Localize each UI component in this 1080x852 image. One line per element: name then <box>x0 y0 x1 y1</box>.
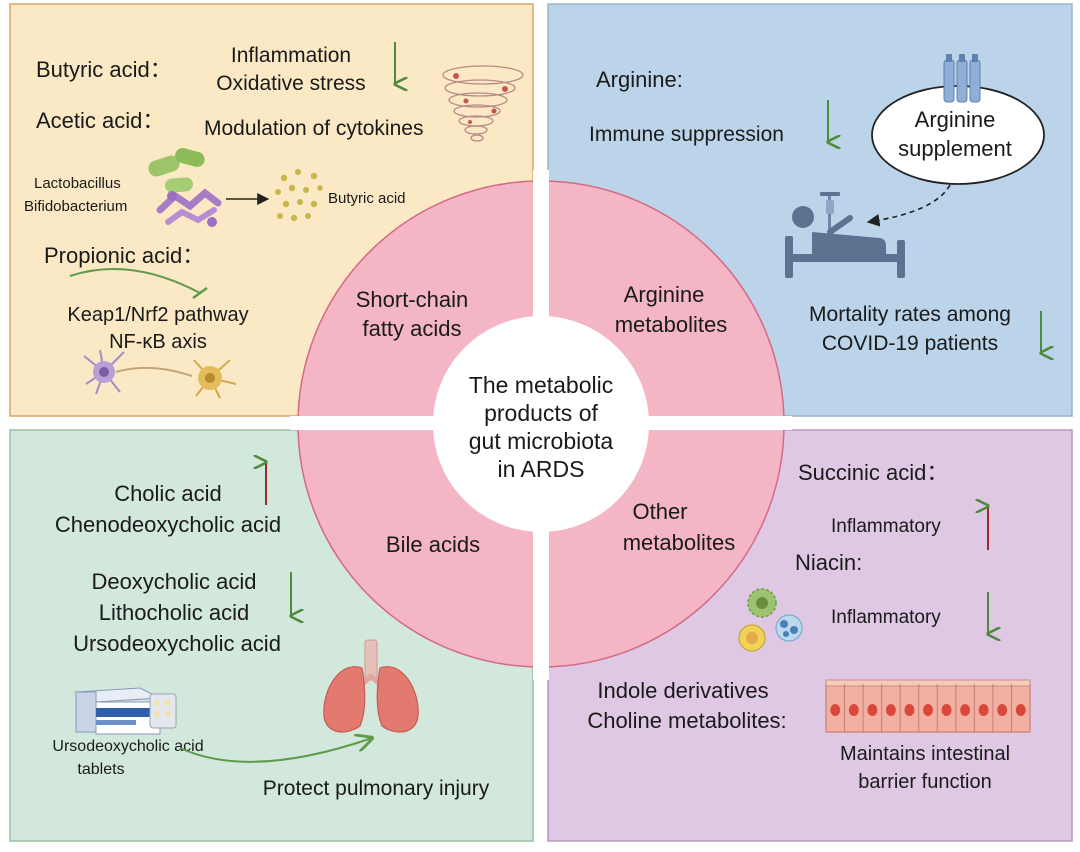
center-circle <box>433 316 649 532</box>
tablets-label-1: Ursodeoxycholic acid <box>52 738 203 755</box>
ring-label-arginine-2: metabolites <box>615 312 728 337</box>
propionic-inhibit-line <box>69 268 201 294</box>
protect-label: Protect pulmonary injury <box>263 777 490 800</box>
choline-label: Choline metabolites: <box>587 708 786 733</box>
indole-label: Indole derivatives <box>597 678 768 703</box>
mortality-label-1: Mortality rates among <box>809 303 1011 326</box>
center-title-line-4: in ARDS <box>498 456 585 482</box>
epithelial-cell-nucleus <box>923 704 933 716</box>
ring-label-scfa-2: fatty acids <box>362 316 461 341</box>
lungs-icon <box>323 639 419 733</box>
ring-label-bile: Bile acids <box>386 532 480 557</box>
butyric-acid-label: Butyric acid： <box>36 57 172 82</box>
neuron-cells-icon <box>83 349 237 399</box>
nfkb-label: NF-κB axis <box>109 331 207 353</box>
epithelial-cell-nucleus <box>978 704 989 716</box>
ring-label-other-2: metabolites <box>623 530 736 555</box>
keap1-label: Keap1/Nrf2 pathway <box>67 304 248 326</box>
mortality-label-2: COVID-19 patients <box>822 332 998 355</box>
tablets-label-2: tablets <box>77 761 124 778</box>
niacin-label: Niacin: <box>795 550 862 575</box>
epithelial-cell-nucleus <box>904 704 915 716</box>
epithelial-cell-nucleus <box>885 704 896 716</box>
epithelial-cell-nucleus <box>848 704 859 716</box>
deoxycholic-label: Deoxycholic acid <box>91 569 256 594</box>
inflammation-tornado-icon <box>442 65 524 142</box>
bacteria-icon <box>148 148 222 227</box>
succinic-acid-label: Succinic acid： <box>798 460 948 485</box>
inhibit-bar <box>192 286 208 300</box>
center-title-line-3: gut microbiota <box>469 428 614 454</box>
epithelial-cell-nucleus <box>941 704 952 716</box>
butyrate-particles-icon <box>275 169 323 222</box>
ring-label-other-1: Other <box>632 499 687 524</box>
hospital-bed-patient-icon <box>785 192 905 278</box>
arginine-title: Arginine: <box>596 67 683 92</box>
vials-icon <box>943 54 981 103</box>
epithelial-cell-nucleus <box>1015 704 1026 716</box>
immune-suppression-label: Immune suppression <box>589 123 784 146</box>
bifidobacterium-label: Bifidobacterium <box>24 198 127 215</box>
propionic-acid-label: Propionic acid： <box>44 243 204 268</box>
center-title-line-2: products of <box>484 400 598 426</box>
inflammatory-up-label: Inflammatory <box>831 516 941 537</box>
immune-cells-icon <box>738 588 803 652</box>
epithelial-cell-nucleus <box>960 704 971 716</box>
cytokines-label: Modulation of cytokines <box>204 117 423 140</box>
epithelial-cell-nucleus <box>830 704 841 716</box>
ring-label-arginine-1: Arginine <box>624 282 705 307</box>
oxidative-stress-label: Oxidative stress <box>216 72 365 95</box>
center-title-line-1: The metabolic <box>469 372 613 398</box>
chenodeoxycholic-label: Chenodeoxycholic acid <box>55 512 281 537</box>
inflammatory-down-label: Inflammatory <box>831 607 941 628</box>
intestinal-epithelium-icon <box>825 679 1031 733</box>
ursodeoxycholic-label: Ursodeoxycholic acid <box>73 631 281 656</box>
butyric-product-label: Butyric acid <box>328 190 406 207</box>
ring-label-scfa-1: Short-chain <box>356 287 469 312</box>
inflammation-label: Inflammation <box>231 44 351 67</box>
lithocholic-label: Lithocholic acid <box>99 600 249 625</box>
cholic-acid-label: Cholic acid <box>114 481 222 506</box>
epithelial-cell-nucleus <box>997 704 1008 716</box>
supplement-to-patient-arrow <box>866 184 951 227</box>
epithelial-cell-nucleus <box>867 704 878 716</box>
supplement-label-1: Arginine <box>915 107 996 132</box>
barrier-label-2: barrier function <box>858 771 991 793</box>
tablets-to-lungs-arrow <box>179 738 372 763</box>
acetic-acid-label: Acetic acid： <box>36 108 164 133</box>
barrier-label-1: Maintains intestinal <box>840 743 1010 765</box>
lactobacillus-label: Lactobacillus <box>34 175 121 192</box>
supplement-label-2: supplement <box>898 136 1012 161</box>
tablet-box-icon <box>74 687 177 735</box>
